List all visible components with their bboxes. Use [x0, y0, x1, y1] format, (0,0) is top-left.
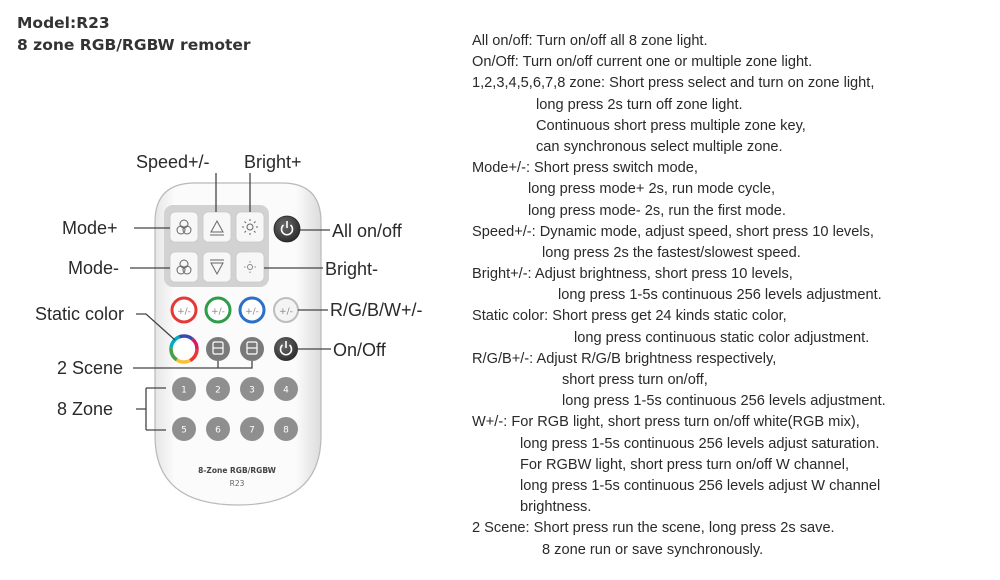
mode-icon [176, 219, 192, 235]
label-static-color: Static color [35, 304, 124, 324]
speed-minus-button[interactable] [202, 251, 232, 283]
title-block: Model:R23 8 zone RGB/RGBW remoter [17, 12, 251, 56]
description-line: W+/-: For RGB light, short press turn on… [472, 414, 860, 431]
speed-up-icon [210, 219, 224, 236]
plus-minus-icon: +/- [245, 307, 259, 317]
label-all-on-off: All on/off [332, 221, 403, 241]
zone-key-label: 6 [215, 426, 221, 436]
description-line: Mode+/-: Short press switch mode, [472, 160, 698, 177]
zone-2-button[interactable]: 2 [206, 377, 230, 401]
plus-minus-icon: +/- [279, 307, 293, 317]
zone-keys: 1 2 3 4 5 6 7 8 [172, 377, 298, 441]
label-bright-plus: Bright+ [244, 152, 302, 172]
description-line: long press 2s the fastest/slowest speed. [542, 244, 801, 261]
description-line: For RGBW light, short press turn on/off … [520, 456, 850, 473]
zone-key-label: 8 [283, 426, 289, 436]
sun-icon [242, 219, 258, 235]
label-eight-zone: 8 Zone [57, 399, 113, 419]
white-button[interactable]: +/- [273, 297, 299, 323]
zone-7-button[interactable]: 7 [240, 417, 264, 441]
zone-5-button[interactable]: 5 [172, 417, 196, 441]
static-color-button[interactable] [169, 334, 199, 364]
on-off-button[interactable] [274, 337, 298, 361]
color-wheel-icon [175, 340, 193, 358]
label-bright-minus: Bright- [325, 259, 378, 279]
description-line: brightness. [520, 499, 592, 516]
scene-1-button[interactable] [206, 337, 230, 361]
speed-down-icon [210, 259, 224, 276]
description-line: short press turn on/off, [562, 372, 708, 388]
plus-minus-icon: +/- [211, 307, 225, 317]
zone-8-button[interactable]: 8 [274, 417, 298, 441]
description-line: can synchronous select multiple zone. [536, 138, 783, 155]
sun-small-icon [244, 261, 256, 273]
label-on-off: On/Off [333, 340, 387, 360]
leader-eight-zone [136, 387, 166, 431]
zone-1-button[interactable]: 1 [172, 377, 196, 401]
remote-model: R23 [230, 479, 245, 488]
green-button[interactable]: +/- [204, 296, 232, 324]
label-mode-minus: Mode- [68, 258, 119, 278]
bright-minus-button[interactable] [235, 251, 265, 283]
description-line: 1,2,3,4,5,6,7,8 zone: Short press select… [472, 75, 875, 92]
zone-key-label: 1 [181, 386, 187, 396]
bright-plus-button[interactable] [235, 211, 265, 243]
leader-static-color [136, 313, 176, 341]
mode-plus-button[interactable] [169, 211, 199, 243]
description-line: long press 1-5s continuous 256 levels ad… [520, 477, 881, 494]
description-line: long press 1-5s continuous 256 levels ad… [562, 393, 886, 410]
scene-2-button[interactable] [240, 337, 264, 361]
label-mode-plus: Mode+ [62, 218, 118, 238]
description-line: 2 Scene: Short press run the scene, long… [472, 520, 835, 537]
description-line: long press 1-5s continuous 256 levels ad… [558, 287, 882, 304]
description-line: long press 1-5s continuous 256 levels ad… [520, 435, 880, 452]
zone-key-label: 2 [215, 386, 221, 396]
plus-minus-icon: +/- [177, 307, 191, 317]
model-title: Model:R23 [17, 14, 110, 32]
zone-key-label: 7 [249, 426, 255, 436]
description-line: Speed+/-: Dynamic mode, adjust speed, sh… [472, 223, 874, 240]
zone-6-button[interactable]: 6 [206, 417, 230, 441]
blue-button[interactable]: +/- [238, 296, 266, 324]
description-line: On/Off: Turn on/off current one or multi… [472, 54, 813, 71]
zone-key-label: 4 [283, 386, 289, 396]
all-on-off-button[interactable] [273, 215, 301, 243]
remote-diagram: +/- +/- +/- +/- 1 2 3 4 5 6 7 8 [35, 152, 423, 506]
power-icon [279, 341, 293, 356]
description-line: Static color: Short press get 24 kinds s… [472, 308, 787, 325]
label-rgbw: R/G/B/W+/- [330, 300, 423, 320]
description-line: All on/off: Turn on/off all 8 zone light… [472, 33, 708, 49]
label-two-scene: 2 Scene [57, 358, 123, 378]
zone-key-label: 3 [249, 386, 255, 396]
description-line: Bright+/-: Adjust brightness, short pres… [472, 266, 793, 283]
label-speed: Speed+/- [136, 152, 210, 172]
speed-plus-button[interactable] [202, 211, 232, 243]
leader-two-scene [133, 361, 253, 369]
mode-icon [176, 259, 192, 275]
subtitle: 8 zone RGB/RGBW remoter [17, 36, 251, 54]
remote-label: 8-Zone RGB/RGBW [198, 466, 277, 475]
description-panel: All on/off: Turn on/off all 8 zone light… [472, 31, 992, 561]
description-line: Continuous short press multiple zone key… [536, 117, 806, 134]
description-line: long press mode- 2s, run the first mode. [528, 202, 786, 219]
zone-4-button[interactable]: 4 [274, 377, 298, 401]
description-line: long press continuous static color adjus… [574, 329, 870, 346]
description-line: long press mode+ 2s, run mode cycle, [528, 181, 776, 198]
description-line: long press 2s turn off zone light. [536, 96, 743, 113]
zone-3-button[interactable]: 3 [240, 377, 264, 401]
power-icon [280, 221, 294, 236]
zone-key-label: 5 [181, 426, 187, 436]
description-line: R/G/B+/-: Adjust R/G/B brightness respec… [472, 350, 777, 367]
mode-minus-button[interactable] [169, 251, 199, 283]
red-button[interactable]: +/- [170, 296, 198, 324]
description-line: 8 zone run or save synchronously. [542, 541, 764, 558]
